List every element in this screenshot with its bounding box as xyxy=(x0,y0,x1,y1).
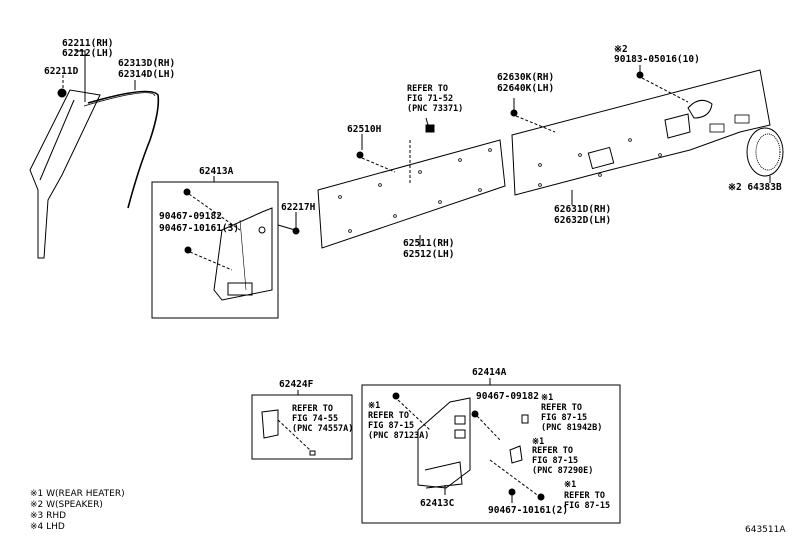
ref1-line2: FIG 71-52 xyxy=(407,94,454,104)
ref2-line1: REFER TO xyxy=(292,404,333,414)
box-62424F xyxy=(251,394,353,460)
panel-62511 xyxy=(317,139,506,249)
speaker-grille xyxy=(746,127,784,177)
pillar-garnish xyxy=(29,89,101,259)
part-90467-09182-b: 90467-09182 xyxy=(476,391,539,402)
part-90467-09182-a: 90467-09182 xyxy=(159,211,222,222)
ref1-line3: (PNC 73371) xyxy=(407,104,464,114)
part-62314D: 62314D(LH) xyxy=(118,69,176,80)
part-62632D: 62632D(LH) xyxy=(554,215,612,226)
ref3-line2: FIG 87-15 xyxy=(368,421,415,431)
ref2-line3: (PNC 74557A) xyxy=(292,424,354,434)
part-62212: 62212(LH) xyxy=(62,48,114,59)
ref5-line3: (PNC 87290E) xyxy=(532,466,594,476)
part-62512: 62512(LH) xyxy=(403,249,455,260)
part-62211: 62211(RH) xyxy=(62,38,114,49)
note-1: ※1 W(REAR HEATER) xyxy=(30,489,125,499)
box-62413A xyxy=(151,181,279,319)
note2-mark: ※2 xyxy=(614,44,628,55)
part-62313D: 62313D(RH) xyxy=(118,58,176,69)
panel-62631D xyxy=(511,69,771,196)
trim-62414A xyxy=(417,397,471,489)
note-2: ※2 W(SPEAKER) xyxy=(30,500,103,510)
ref5-line1: REFER TO xyxy=(532,446,573,456)
ref5-mark: ※1 xyxy=(532,437,545,447)
part-62424F: 62424F xyxy=(279,379,314,390)
ref4-line1: REFER TO xyxy=(541,403,582,413)
ref6-line2: FIG 87-15 xyxy=(564,501,611,511)
ref4-line2: FIG 87-15 xyxy=(541,413,588,423)
ref2-line2: FIG 74-55 xyxy=(292,414,339,424)
part-90467-10161-a: 90467-10161(3) xyxy=(159,223,240,234)
ref4-line3: (PNC 81942B) xyxy=(541,423,603,433)
bracket-62424F xyxy=(261,409,279,439)
part-62414A: 62414A xyxy=(472,367,507,378)
ref3-line3: (PNC 87123A) xyxy=(368,431,430,441)
door-weatherstrip xyxy=(87,90,160,209)
note-4: ※4 LHD xyxy=(30,522,65,532)
part-62413C: 62413C xyxy=(420,498,455,509)
part-64383B: ※2 64383B xyxy=(728,182,782,193)
diagram-id: 643511A xyxy=(745,525,786,535)
part-62640K: 62640K(LH) xyxy=(497,83,555,94)
ref4-mark: ※1 xyxy=(541,393,554,403)
part-90183: 90183-05016(10) xyxy=(614,54,700,65)
part-62630K: 62630K(RH) xyxy=(497,72,555,83)
part-62211D: 62211D xyxy=(44,66,79,77)
part-62510H: 62510H xyxy=(347,124,382,135)
part-62413A: 62413A xyxy=(199,166,234,177)
ref6-mark: ※1 xyxy=(564,480,577,490)
ref6-line1: REFER TO xyxy=(564,491,605,501)
part-62217H: 62217H xyxy=(281,202,316,213)
part-62511: 62511(RH) xyxy=(403,238,455,249)
ref1-line1: REFER TO xyxy=(407,84,448,94)
clip-62211D xyxy=(57,88,67,98)
box-62414A xyxy=(361,384,621,524)
ref3-line1: REFER TO xyxy=(368,411,409,421)
ref3-mark: ※1 xyxy=(368,401,381,411)
note-3: ※3 RHD xyxy=(30,511,67,521)
ref5-line2: FIG 87-15 xyxy=(532,456,579,466)
part-62631D: 62631D(RH) xyxy=(554,204,612,215)
part-90467-10161-b: 90467-10161(2) xyxy=(488,505,569,516)
